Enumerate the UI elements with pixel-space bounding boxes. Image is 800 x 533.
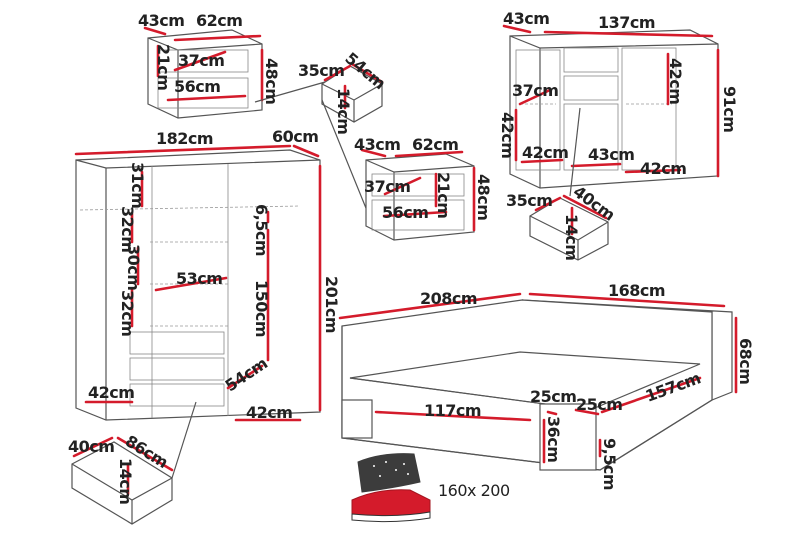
bed-leg-left-label: 25cm: [530, 387, 576, 406]
bed-base-height-label: 36cm: [544, 416, 563, 462]
drawer-sb-height-label: 14cm: [562, 214, 581, 260]
wardrobe-right-bottom-label: 42cm: [246, 403, 292, 422]
bed-inner-width-label: 117cm: [424, 401, 481, 420]
drawer-small-depth-label: 35cm: [298, 61, 344, 80]
drawer-wd-depth-label: 40cm: [68, 437, 114, 456]
wardrobe-left-bottom-label: 42cm: [88, 383, 134, 402]
wardrobe-height-label: 201cm: [322, 276, 341, 333]
drawer-sb-depth-label: 35cm: [506, 191, 552, 210]
sideboard-left-height-label: 42cm: [498, 112, 517, 158]
nightstand-tl-inner-height-label: 21cm: [154, 44, 173, 90]
drawer-wd-height-label: 14cm: [116, 458, 135, 504]
nightstand-c-inner-height-label: 21cm: [434, 172, 453, 218]
wardrobe-rail-label: 6,5cm: [252, 204, 271, 256]
nightstand-tl-inner-width-label: 56cm: [174, 77, 220, 96]
nightstand-c-height-label: 48cm: [474, 174, 493, 220]
wardrobe-width-label: 182cm: [156, 129, 213, 148]
sideboard-depth-label: 43cm: [503, 9, 549, 28]
mattress-size-label: 160x 200: [438, 481, 510, 500]
nightstand-tl-inner-depth-label: 37cm: [178, 51, 224, 70]
drawer-wardrobe: [71, 436, 174, 525]
sideboard-bottom-mid-label: 43cm: [588, 145, 634, 164]
bed-height-label: 68cm: [736, 338, 755, 384]
bed-width-label: 168cm: [608, 281, 665, 300]
wardrobe-shelf3-label: 32cm: [118, 290, 137, 336]
nightstand-top-left: [143, 26, 326, 119]
sideboard-left-depth-label: 37cm: [512, 81, 558, 100]
wardrobe-top-shelf-label: 31cm: [128, 162, 147, 208]
bed: [338, 292, 738, 471]
drawer-small-top: [321, 62, 384, 123]
sideboard-bottom-left-label: 42cm: [522, 143, 568, 162]
wardrobe-hanging-label: 150cm: [252, 280, 271, 337]
nightstand-c-width-label: 62cm: [412, 135, 458, 154]
nightstand-c-inner-depth-label: 37cm: [364, 177, 410, 196]
nightstand-tl-width-label: 62cm: [196, 11, 242, 30]
nightstand-tl-height-label: 48cm: [262, 58, 281, 104]
sideboard-bottom-right-label: 42cm: [640, 159, 686, 178]
nightstand-c-inner-width-label: 56cm: [382, 203, 428, 222]
drawer-small-height-label: 14cm: [334, 88, 353, 134]
sideboard-shelf-height-label: 42cm: [666, 58, 685, 104]
wardrobe: [74, 144, 322, 479]
wardrobe-shelf2-label: 30cm: [124, 244, 143, 290]
sideboard: [502, 24, 720, 197]
sideboard-width-label: 137cm: [598, 13, 655, 32]
nightstand-c-depth-label: 43cm: [354, 135, 400, 154]
wardrobe-shelf1-label: 32cm: [118, 206, 137, 252]
bed-clearance-label: 9,5cm: [600, 438, 619, 490]
bed-leg-right-label: 25cm: [576, 395, 622, 414]
sideboard-height-label: 91cm: [720, 86, 739, 132]
wardrobe-depth-label: 60cm: [272, 127, 318, 146]
bed-length-label: 208cm: [420, 289, 477, 308]
nightstand-center: [360, 148, 476, 241]
nightstand-tl-depth-label: 43cm: [138, 11, 184, 30]
mattress-icon: [351, 453, 431, 523]
wardrobe-inner-width-label: 53cm: [176, 269, 222, 288]
drawer-sideboard: [529, 194, 609, 261]
